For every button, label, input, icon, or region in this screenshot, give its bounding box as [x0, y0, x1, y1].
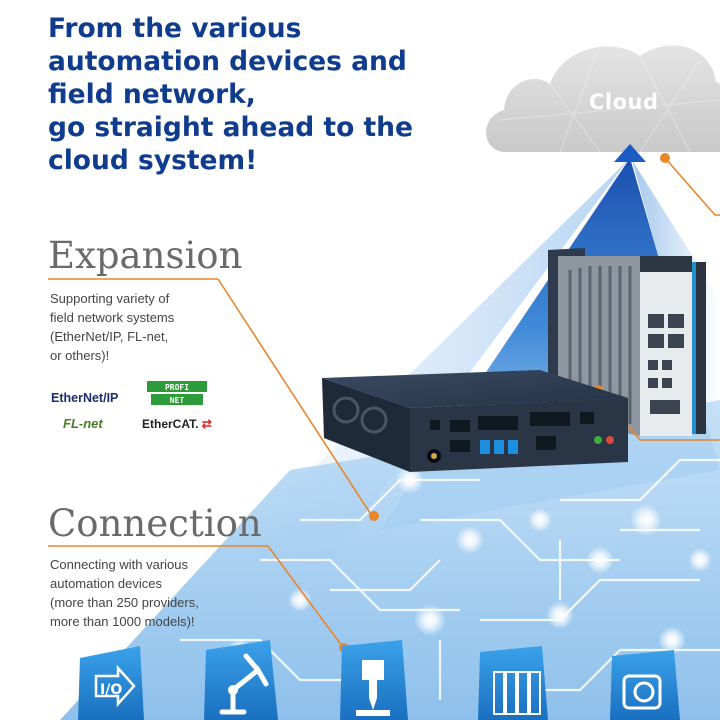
description-line: or others)!	[50, 348, 110, 363]
description-line: Supporting variety of	[50, 291, 170, 306]
svg-text:I/O: I/O	[100, 682, 122, 698]
description-line: more than 1000 models)!	[50, 614, 195, 629]
description-line: (more than 250 providers,	[50, 595, 199, 610]
drill-press-icon	[340, 640, 408, 720]
headline: From the various automation devices and …	[48, 12, 468, 177]
description-line: (EtherNet/IP, FL-net,	[50, 329, 169, 344]
headline-line: cloud system!	[48, 145, 258, 176]
profinet-logo: PROFI NET	[147, 381, 207, 405]
ethercat-arrow-icon: ⇄	[201, 417, 212, 431]
ethercat-logo: EtherCAT. ⇄	[142, 417, 212, 431]
expansion-description: Supporting variety of field network syst…	[50, 289, 174, 365]
ethernet-ip-logo: EtherNet/IP	[51, 391, 119, 405]
profinet-logo-text: NET	[170, 396, 185, 405]
description-line: field network systems	[50, 310, 175, 325]
camera-icon	[610, 650, 680, 720]
headline-line: From the various	[48, 13, 302, 44]
upload-arrow-icon	[614, 144, 646, 162]
description-line: Connecting with various	[50, 557, 189, 572]
expansion-title: Expansion	[48, 234, 243, 277]
headline-line: automation devices and	[48, 46, 407, 77]
left-light-beam	[220, 160, 628, 560]
fl-net-logo: FL-net	[63, 416, 103, 431]
io-icon: I/O	[78, 646, 144, 720]
box-pc	[322, 370, 628, 472]
cloud-shape	[486, 44, 720, 153]
description-line: automation devices	[50, 576, 163, 591]
headline-line: field network,	[48, 79, 256, 110]
industrial-controller	[548, 248, 706, 436]
cloud-connector-line	[660, 153, 720, 216]
circuit-lines	[180, 458, 720, 700]
plc-rack-icon	[478, 646, 548, 720]
expansion-connector-line	[217, 278, 379, 521]
cloud-label: Cloud	[589, 90, 659, 114]
headline-line: go straight ahead to the	[48, 112, 414, 143]
profinet-logo-text: PROFI	[165, 383, 189, 392]
connection-description: Connecting with various automation devic…	[50, 555, 199, 631]
robot-arm-icon	[204, 640, 278, 720]
ethercat-logo-text: EtherCAT.	[142, 417, 199, 431]
connection-title: Connection	[48, 502, 262, 545]
